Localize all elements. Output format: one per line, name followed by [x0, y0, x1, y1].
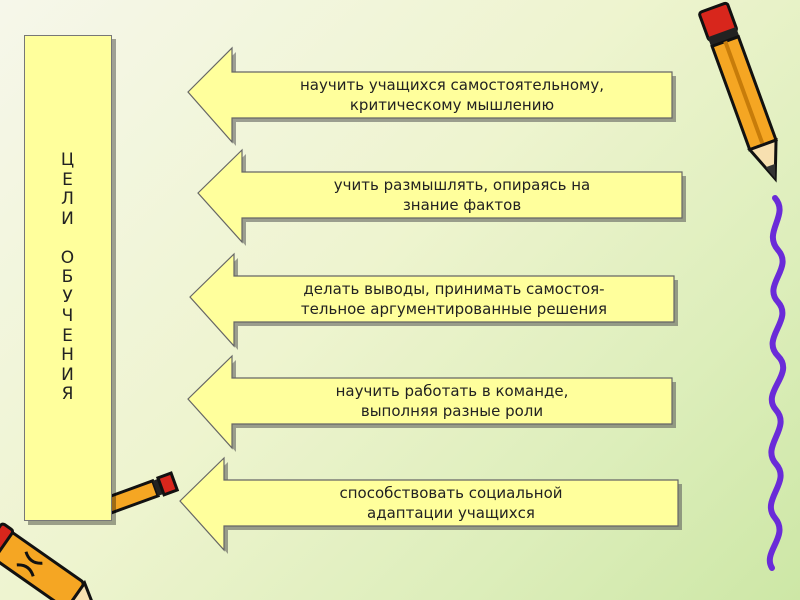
goal-text: научить работать в команде, выполняя раз… — [236, 378, 668, 424]
goal-arrow-3: делать выводы, принимать самостоя- тельн… — [188, 252, 678, 348]
title-letter: Я — [61, 385, 75, 405]
title-letter: И — [61, 366, 75, 386]
goal-arrow-5: способствовать социальной адаптации учащ… — [178, 456, 682, 552]
title-letter: Н — [61, 346, 75, 366]
title-letter: Ч — [61, 307, 75, 327]
title-letter: Ц — [61, 151, 75, 171]
goal-arrow-4: научить работать в команде, выполняя раз… — [186, 354, 676, 450]
goal-text: научить учащихся самостоятельному, крити… — [236, 72, 668, 118]
goal-text: делать выводы, принимать самостоя- тельн… — [238, 276, 670, 322]
title-spacer — [61, 229, 75, 249]
title-letter: Б — [61, 268, 75, 288]
goal-arrow-1: научить учащихся самостоятельному, крити… — [186, 46, 676, 144]
title-letter: Е — [61, 171, 75, 191]
title-letter: Е — [61, 327, 75, 347]
goals-title: Ц Е Л И О Б У Ч Е Н И Я — [61, 151, 75, 405]
goal-arrow-2: учить размышлять, опираясь на знание фак… — [196, 148, 686, 244]
title-letter: Л — [61, 190, 75, 210]
title-letter: О — [61, 249, 75, 269]
title-letter: У — [61, 288, 75, 308]
goal-text: способствовать социальной адаптации учащ… — [228, 480, 674, 526]
goal-text: учить размышлять, опираясь на знание фак… — [246, 172, 678, 218]
title-letter: И — [61, 210, 75, 230]
goals-title-box: Ц Е Л И О Б У Ч Е Н И Я — [24, 35, 112, 521]
